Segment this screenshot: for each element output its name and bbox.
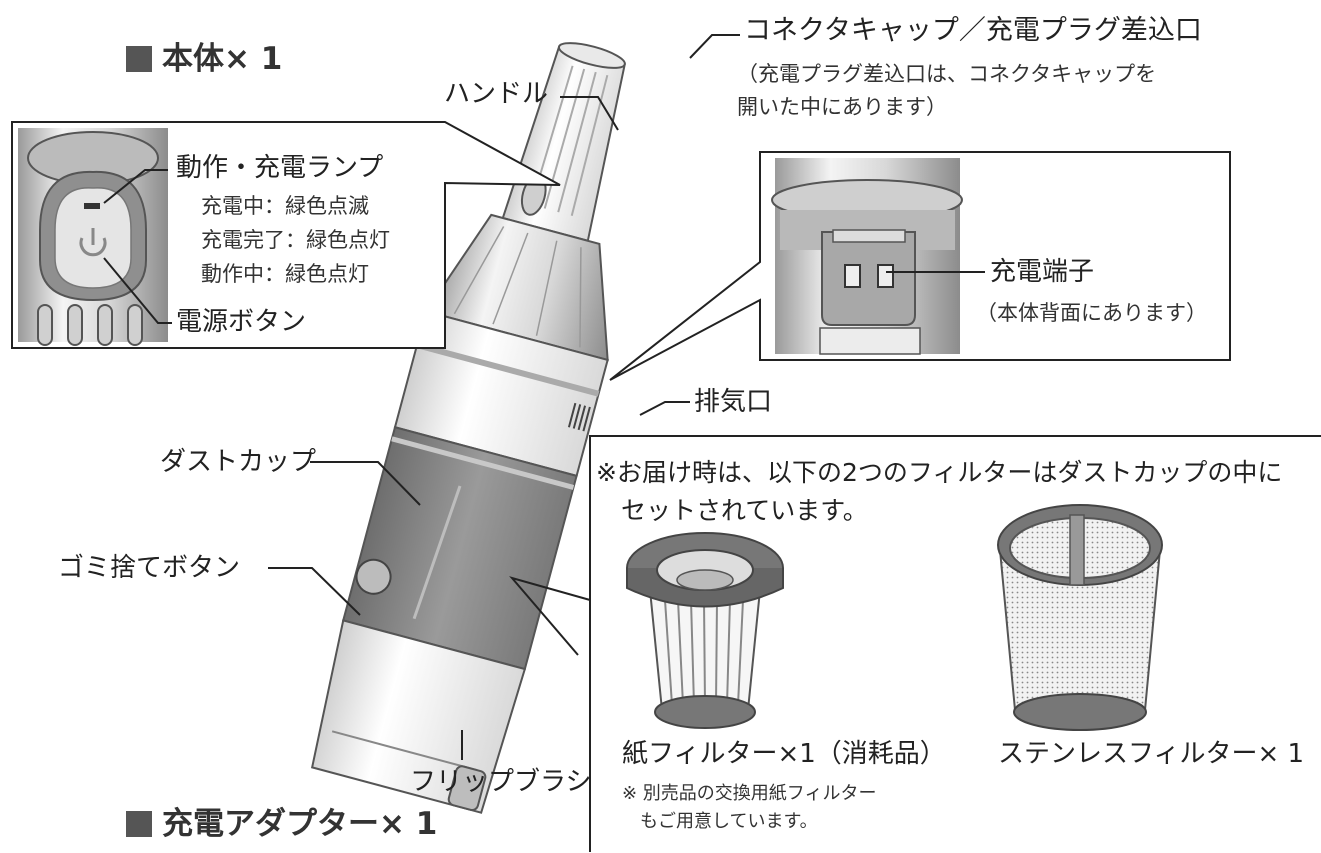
flip-brush-label: フリップブラシ [410, 767, 592, 797]
dump-button-label: ゴミ捨てボタン [58, 553, 241, 583]
handle-label: ハンドル [444, 79, 549, 109]
handle-shape [501, 45, 626, 243]
stainless-filter-label: ステンレスフィルター× 1 [998, 739, 1305, 769]
dust-cup-label: ダストカップ [160, 447, 317, 477]
lamp-state-charged: 充電完了：緑色点灯 [201, 228, 390, 252]
paper-filter-note: ※ 別売品の交換用紙フィルター もご用意しています。 [622, 783, 877, 832]
power-icon [79, 237, 107, 257]
section-adapter: 充電アダプター× 1 [126, 805, 437, 844]
filter-callout-box [509, 435, 1321, 852]
charge-terminal-note: （本体背面にあります） [976, 301, 1207, 325]
stainless-filter-illustration [997, 504, 1163, 731]
dump-button-shape [355, 558, 392, 595]
lamp-inset-illustration [18, 128, 168, 346]
lamp-state-operating: 動作中：緑色点灯 [201, 262, 369, 286]
lamp-state-charging: 充電中：緑色点滅 [201, 194, 369, 218]
vacuum-body [310, 42, 626, 814]
charge-terminal-label: 充電端子 [990, 257, 1095, 287]
paper-filter-label: 紙フィルター×1（消耗品） [622, 739, 946, 769]
lamp-led [84, 203, 100, 209]
section-adapter-label: 充電アダプター× 1 [162, 806, 438, 842]
filter-note: ※お届け時は、以下の2つのフィルターはダストカップの中に セットされています。 [596, 458, 1283, 525]
flip-brush-shape [447, 765, 487, 812]
terminal-pin-right [877, 264, 894, 288]
nozzle-shape [310, 619, 527, 814]
section-main-body-label: 本体× 1 [162, 41, 283, 77]
power-button-label: 電源ボタン [176, 307, 307, 337]
section-main-body: 本体× 1 [126, 40, 282, 79]
exhaust-label: 排気口 [694, 387, 773, 417]
lamp-label: 動作・充電ランプ [176, 153, 384, 183]
connector-note: （充電プラグ差込口は、コネクタキャップを 開いた中にあります） [737, 62, 1157, 119]
paper-filter-illustration [626, 532, 784, 729]
section-bullet-icon [126, 46, 152, 72]
terminal-pin-left [844, 264, 861, 288]
terminal-inset-illustration [771, 158, 963, 355]
connector-cap-label: コネクタキャップ／充電プラグ差込口 [744, 15, 1202, 46]
section-bullet-icon [126, 811, 152, 837]
